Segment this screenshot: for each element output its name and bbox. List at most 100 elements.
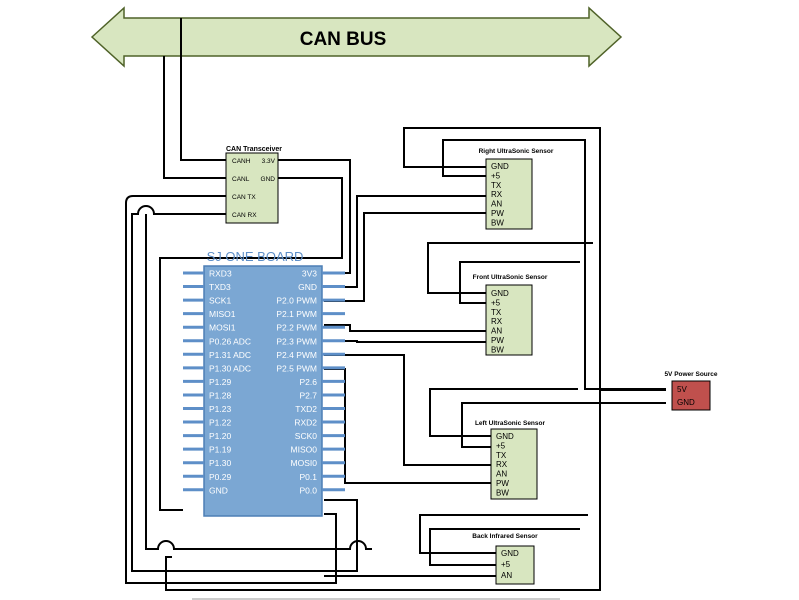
board-right-pin-label: RXD2 (294, 418, 317, 428)
sensor-pin-label: TX (491, 308, 502, 317)
board-body (203, 265, 323, 517)
board-right-pin-label: P2.4 PWM (276, 350, 317, 360)
board-left-pin-label: P1.30 (209, 458, 231, 468)
board-pin-stubs (183, 271, 345, 492)
power-source: 5V Power Source 5V GND (664, 371, 718, 411)
board-left-pin-label: P1.31 ADC (209, 350, 251, 360)
board-left-pin-label: P0.26 ADC (209, 336, 251, 346)
can-bus: CAN BUS (90, 6, 623, 68)
sensor-pin-label: RX (496, 460, 508, 469)
wire-canh (180, 18, 226, 161)
sensor-pin-label: BW (491, 345, 504, 354)
sensor-title: Front UltraSonic Sensor (473, 274, 548, 281)
sensor-pin-label: GND (491, 162, 509, 171)
sensor-box (485, 284, 533, 356)
board-right-pin-label: P2.6 (300, 377, 318, 387)
transceiver-pin: GND (261, 176, 276, 183)
back-infrared-sensor: Back Infrared Sensor GND+5AN (472, 533, 538, 585)
transceiver-pin: CAN TX (232, 194, 256, 201)
board-left-pin-label: P1.30 ADC (209, 363, 251, 373)
wire-can-rx (131, 205, 358, 572)
board-left-pin-label: MOSI1 (209, 323, 236, 333)
board-right-pin-label: P2.3 PWM (276, 336, 317, 346)
sensor-pin-label: +5 (496, 441, 506, 450)
sensor-pin-label: GND (491, 289, 509, 298)
wire-front-gnd (427, 242, 593, 294)
wire-right-gnd (165, 127, 601, 591)
transceiver-pin: CANH (232, 158, 251, 165)
transceiver-box (225, 152, 279, 224)
wire-can-rx-drop (145, 214, 372, 550)
sensor-pin-label: PW (496, 479, 509, 488)
sensor-pin-label: BW (491, 218, 504, 227)
sensor-title: Right UltraSonic Sensor (479, 148, 554, 155)
board-left-pin-label: P1.29 (209, 377, 231, 387)
wire-back-5v (429, 528, 580, 566)
wire-back-gnd (419, 514, 588, 554)
board-right-pin-label: GND (298, 282, 317, 292)
board-left-pin-label: MISO1 (209, 309, 236, 319)
can-bus-arrow (90, 6, 623, 68)
sj-one-board: SJ ONE BOARD RXD3TXD3SCK1MISO1MOSI1P0.26… (183, 249, 345, 517)
transceiver-title: CAN Transceiver (226, 146, 282, 153)
board-left-pin-label: TXD3 (209, 282, 231, 292)
sensor-pin-label: PW (491, 209, 504, 218)
transceiver-pin: 3.3V (262, 158, 276, 165)
board-right-pin-label: P2.7 (300, 390, 318, 400)
wire-front-an (324, 324, 486, 332)
power-box (671, 380, 711, 411)
board-right-pin-label: TXD2 (295, 404, 317, 414)
sensor-pin-label: TX (491, 181, 502, 190)
wire-right-5v (442, 139, 666, 390)
sensor-box (490, 428, 538, 500)
sensor-pin-label: AN (501, 571, 512, 580)
transceiver-pin: CAN RX (232, 212, 257, 219)
board-right-pin-label: P0.0 (300, 485, 318, 495)
wire-front-5v (459, 261, 580, 304)
sensor-pin-label: BW (496, 488, 509, 497)
sensor-box (485, 158, 533, 230)
can-bus-label: CAN BUS (300, 29, 387, 50)
board-left-pin-label: P1.19 (209, 445, 231, 455)
sensor-pin-label: GND (496, 432, 514, 441)
board-right-pin-label: MISO0 (291, 445, 318, 455)
sensor-pin-label: TX (496, 451, 507, 460)
transceiver-pin: CANL (232, 176, 250, 183)
sensor-pin-label: +5 (491, 298, 501, 307)
board-right-pin-label: P2.1 PWM (276, 309, 317, 319)
can-transceiver: CAN Transceiver CANH CANL CAN TX CAN RX … (225, 146, 282, 224)
wire-canl (163, 56, 226, 179)
sensor-box (495, 545, 535, 585)
board-left-pin-label: P1.28 (209, 390, 231, 400)
board-left-pin-label: SCK1 (209, 296, 231, 306)
board-right-pin-label: P2.2 PWM (276, 323, 317, 333)
sensor-title: Left UltraSonic Sensor (475, 420, 546, 427)
board-left-pin-label: RXD3 (209, 269, 232, 279)
wire-left-gnd (429, 388, 578, 437)
sensor-pin-label: RX (491, 190, 503, 199)
board-right-pin-label: P2.0 PWM (276, 296, 317, 306)
wire-front-pw (324, 340, 486, 343)
power-pin: 5V (677, 385, 687, 394)
wire-left-rx (324, 354, 491, 466)
power-title: 5V Power Source (664, 371, 717, 378)
sensor-pin-label: AN (491, 327, 502, 336)
sensor-pin-label: AN (496, 470, 507, 479)
sensor-pin-label: +5 (491, 171, 501, 180)
sensor-pin-label: RX (491, 317, 503, 326)
sensor-pin-label: +5 (501, 560, 511, 569)
sensor-title: Back Infrared Sensor (472, 533, 538, 540)
board-right-pin-label: P2.5 PWM (276, 363, 317, 373)
wire-trx-gnd (159, 177, 343, 511)
wire-left-5v (461, 402, 666, 448)
board-right-pin-label: SCK0 (295, 431, 317, 441)
board-left-pin-label: P1.22 (209, 418, 231, 428)
board-right-pin-label: P0.1 (300, 472, 318, 482)
board-title: SJ ONE BOARD (207, 249, 304, 264)
board-right-pin-label: MOSI0 (291, 458, 318, 468)
